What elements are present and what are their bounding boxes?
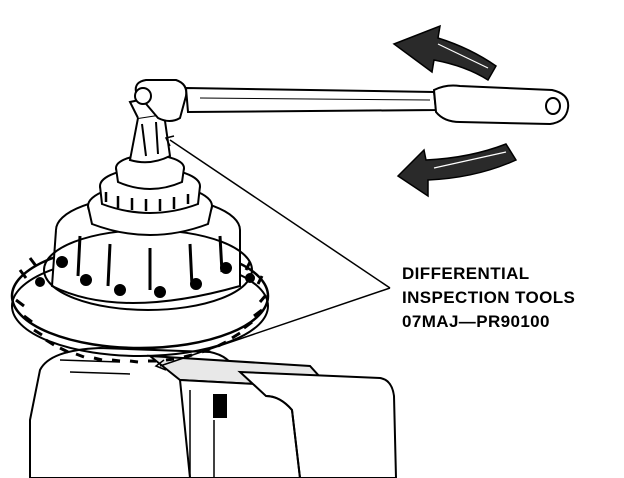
bench-vise: [29, 346, 398, 478]
rotation-arrow-upper: [392, 24, 497, 82]
callout-line-2: INSPECTION TOOLS: [402, 288, 576, 307]
callout-line-1: DIFFERENTIAL: [402, 264, 530, 283]
rotation-arrow-lower: [396, 143, 518, 198]
tool-callout-label: DIFFERENTIAL INSPECTION TOOLS 07MAJ—PR90…: [402, 262, 575, 334]
inspection-tool-stack: [87, 154, 213, 236]
torque-wrench: [134, 79, 570, 126]
callout-leader-lines: [154, 135, 391, 371]
callout-line-3: 07MAJ—PR90100: [402, 312, 550, 331]
